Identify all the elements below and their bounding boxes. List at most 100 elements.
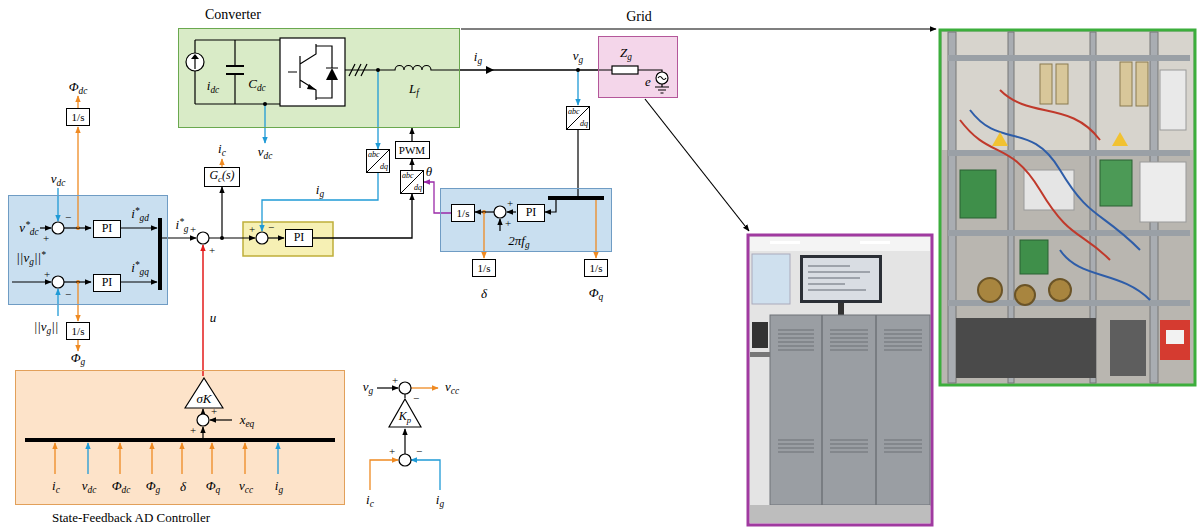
transform-diagonal	[367, 150, 389, 172]
converter-circuit	[316, 46, 338, 98]
integrator-block: 1/s	[66, 108, 90, 126]
state-label: Φdc	[112, 479, 131, 495]
signal-label: vdc	[258, 145, 273, 161]
integrator-output	[77, 127, 78, 228]
sign-label: +	[44, 268, 50, 280]
lab-photo	[1110, 320, 1146, 376]
block-title: Grid	[626, 9, 652, 24]
lab-photo	[860, 241, 890, 244]
lab-photo	[822, 315, 876, 505]
lab-photo	[838, 303, 844, 315]
signal-label: u	[210, 311, 217, 325]
integrator-output	[77, 282, 78, 321]
signal-line	[120, 281, 157, 282]
block-label: Gc(s)	[209, 169, 234, 184]
measurement-line	[377, 70, 378, 128]
block-fill	[8, 28, 678, 505]
signal-label: δ	[481, 287, 487, 301]
block-label: 1/s	[478, 262, 491, 274]
summing-junction	[399, 382, 411, 394]
signal-label: Φg	[71, 351, 86, 367]
sign-label: −	[268, 221, 274, 233]
signal-label: vg	[573, 49, 583, 65]
outer-loop-block: v*dc||vg||*i*gdi*gqPIPI	[8, 195, 168, 305]
lab-photo	[1049, 279, 1071, 301]
transform-diagonal	[567, 107, 589, 129]
integrator-output	[181, 443, 182, 474]
frame-label: abc	[368, 151, 380, 159]
integrator-block: 1/s	[472, 259, 496, 277]
block-label: PWM	[399, 144, 425, 156]
converter-circuit	[186, 38, 460, 106]
junction-dot	[263, 102, 267, 106]
photo-pointer	[461, 29, 936, 231]
filter-block: Gc(s)	[204, 167, 240, 187]
signal-bus	[548, 196, 604, 200]
lab-photo	[800, 255, 882, 303]
integrator-block: 1/s	[66, 322, 90, 340]
signal-label: i*g	[176, 217, 189, 234]
sign-label: −	[416, 445, 422, 457]
block-label: 1/s	[72, 325, 85, 337]
lab-photo	[948, 55, 1190, 61]
integrator-output	[54, 443, 55, 474]
sign-label: −	[413, 392, 419, 404]
converter-circuit	[345, 66, 460, 71]
block-fill	[15, 370, 345, 505]
lab-photo	[750, 237, 930, 251]
lab-photo	[748, 235, 932, 525]
sign-label: +	[190, 424, 196, 436]
converter-circuit	[349, 64, 367, 76]
lab-photo	[1020, 240, 1048, 274]
integrator-output	[595, 200, 596, 258]
sign-label: −	[65, 288, 71, 300]
lab-photo	[1040, 64, 1052, 104]
lab-photo	[1015, 285, 1035, 305]
block-fill	[178, 28, 460, 128]
gain-label: Kp	[399, 411, 411, 426]
integrator-output	[119, 443, 120, 474]
lab-photo	[1112, 132, 1128, 146]
block-label: 1/s	[590, 262, 603, 274]
connector-label: θ	[425, 165, 433, 179]
converter-circuit	[226, 66, 244, 74]
lab-photo	[970, 110, 1140, 250]
sign-label: +	[389, 445, 395, 457]
gain-outline	[185, 378, 223, 408]
abc-dq-transform: abcdq	[566, 106, 590, 130]
signal-line	[507, 211, 516, 212]
junction-dot	[76, 210, 486, 284]
pll-block: 2πfg1/sPI	[440, 188, 612, 252]
transform-diagonal	[401, 171, 423, 193]
integrator-output	[151, 443, 152, 474]
lab-photo	[1120, 62, 1132, 106]
integrator-output	[411, 387, 438, 388]
lab-photo	[960, 170, 996, 218]
summing-junction	[197, 232, 209, 244]
signal-line	[120, 227, 157, 228]
measurement-line	[87, 443, 88, 474]
lab-photo	[1060, 250, 1150, 300]
lab-photo	[956, 318, 1096, 378]
sign-label: +	[211, 405, 217, 417]
sign-label: +	[392, 374, 398, 386]
signal-bus	[25, 196, 604, 442]
signal-line	[221, 187, 222, 238]
signal-label: Φdc	[69, 80, 88, 96]
state-label: vdc	[82, 479, 97, 495]
reference-label: ||vg||*	[16, 250, 45, 267]
photo-pointer	[461, 28, 936, 29]
control-input-line	[202, 245, 204, 376]
block-label: 1/s	[72, 111, 85, 123]
grid-block: GridZge	[598, 36, 678, 98]
lab-photo	[1056, 64, 1068, 104]
state-label: Φg	[146, 479, 161, 495]
control-input-line	[202, 245, 204, 376]
lab-photo	[1160, 70, 1186, 130]
pi-controller: PI	[93, 220, 121, 238]
photo-pointer	[645, 99, 749, 231]
converter-circuit	[194, 59, 195, 69]
signal-line	[209, 237, 255, 238]
converter-circuit	[280, 38, 345, 106]
signal-line	[545, 200, 556, 212]
